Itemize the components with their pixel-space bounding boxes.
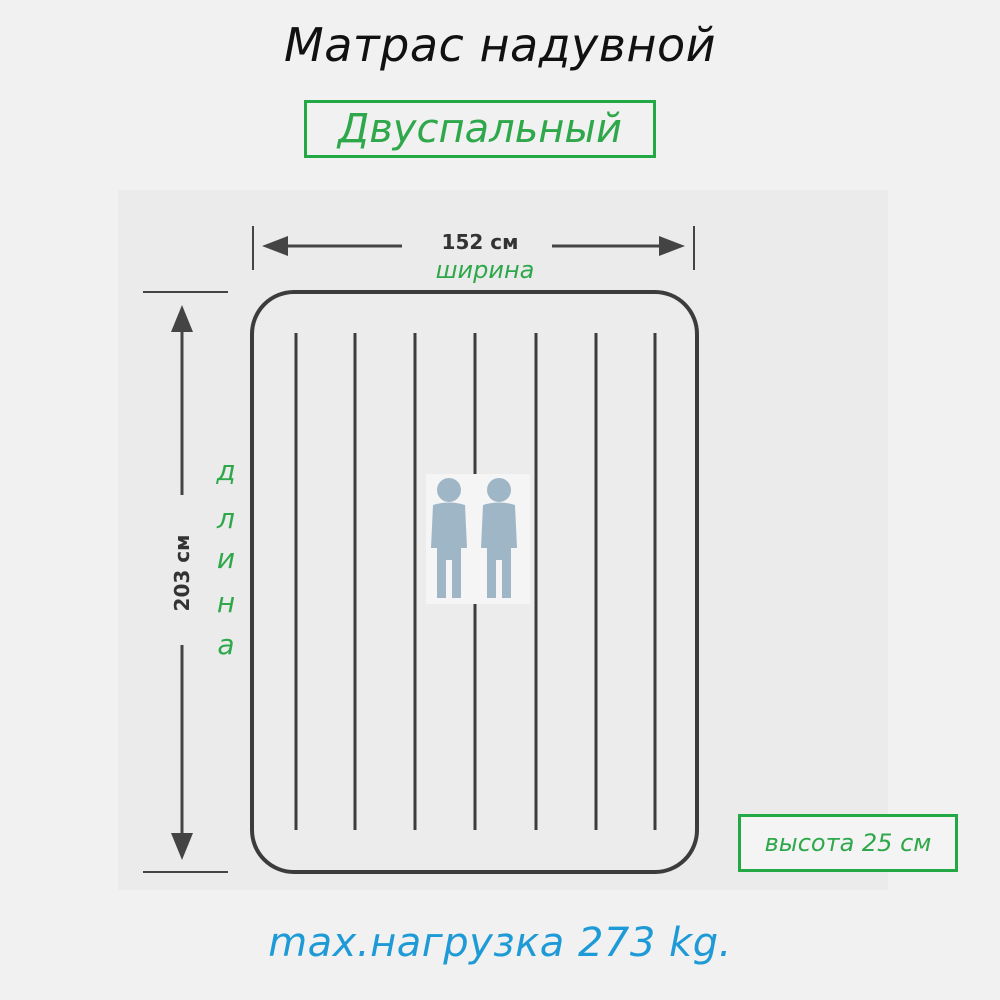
- max-load-label: max.нагрузка 273 kg.: [268, 920, 732, 966]
- width-label: ширина: [435, 256, 535, 284]
- two-people-icon: [426, 474, 530, 604]
- person-icon: [431, 478, 467, 598]
- length-arrow-top-head: [171, 305, 193, 332]
- length-label-letter: а: [217, 628, 235, 661]
- length-label-letter: л: [217, 502, 235, 535]
- length-label-letter: н: [216, 586, 236, 619]
- length-label-letter: д: [216, 454, 236, 487]
- length-label-letter: и: [216, 542, 236, 575]
- width-arrow-right-head: [659, 236, 685, 256]
- page-title: Матрас надувной: [284, 18, 716, 72]
- length-value: 203 см: [170, 534, 194, 612]
- width-value: 152 см: [441, 230, 519, 254]
- width-arrow-left-head: [262, 236, 288, 256]
- person-icon: [481, 478, 517, 598]
- bed-type-label: Двуспальный: [304, 100, 656, 158]
- height-label: высота 25 см: [738, 814, 958, 872]
- length-arrow-bottom-head: [171, 833, 193, 860]
